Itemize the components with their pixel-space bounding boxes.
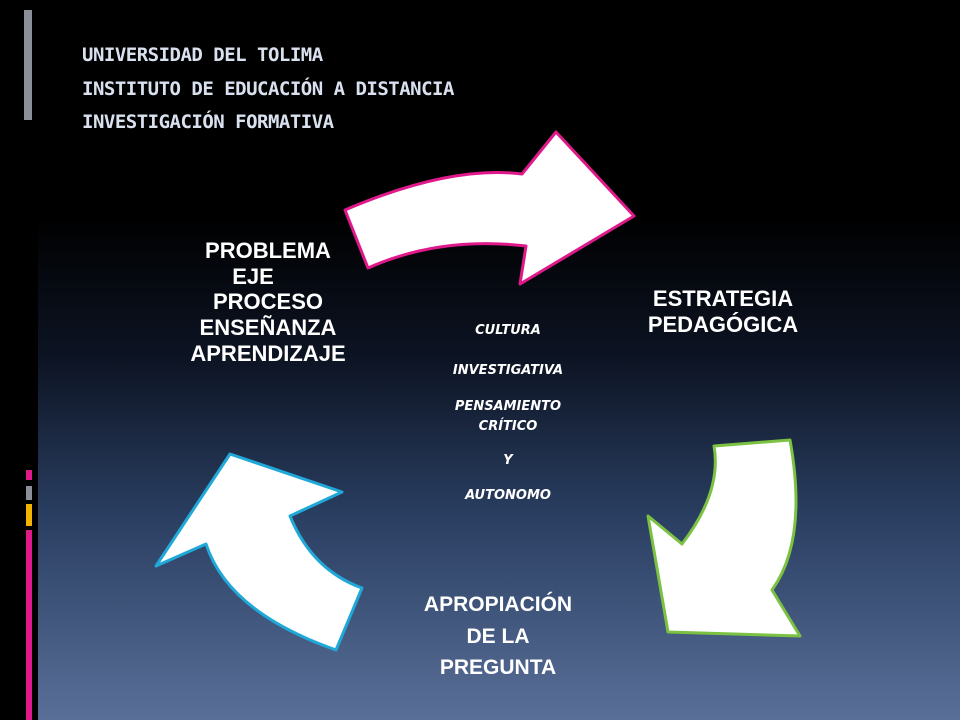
node-apropiacion-line: APROPIACIÓN <box>423 593 573 616</box>
accent-bar-gray <box>26 486 32 500</box>
accent-bar-top <box>24 10 32 120</box>
center-line: CULTURA <box>475 323 541 338</box>
center-line: CRÍTICO <box>478 419 538 434</box>
accent-bar-magenta-2 <box>26 530 32 720</box>
node-estrategia-line: ESTRATEGIA <box>652 286 794 311</box>
arrow-right <box>646 438 802 638</box>
header-line-university: UNIVERSIDAD DEL TOLIMA <box>82 44 323 66</box>
center-line: AUTONOMO <box>465 488 551 503</box>
node-problema-line: ENSEÑANZA <box>199 315 337 341</box>
arrow-top <box>343 130 636 286</box>
header-line-research: INVESTIGACIÓN FORMATIVA <box>82 111 334 133</box>
center-line: INVESTIGATIVA <box>452 363 564 378</box>
center-line: PENSAMIENTO <box>454 399 562 414</box>
accent-bar-magenta-1 <box>26 470 32 480</box>
main-panel <box>38 0 960 720</box>
node-apropiacion-line: DE LA <box>466 624 530 648</box>
arrow-left <box>154 452 364 652</box>
node-problema-line: PROCESO <box>212 289 324 315</box>
header-line-institute: INSTITUTO DE EDUCACIÓN A DISTANCIA <box>82 78 454 100</box>
node-apropiacion-line: PREGUNTA <box>439 656 557 679</box>
accent-bar-yellow <box>26 504 32 526</box>
node-problema-line: EJE <box>232 263 274 289</box>
node-estrategia-line: PEDAGÓGICA <box>647 311 799 337</box>
center-line: Y <box>503 453 513 468</box>
node-apropiacion: APROPIACIÓN DE LA PREGUNTA <box>388 589 608 684</box>
node-estrategia: ESTRATEGIA PEDAGÓGICA <box>618 286 828 337</box>
node-problema-line: APRENDIZAJE <box>190 340 346 366</box>
node-problema-line: PROBLEMA <box>205 238 331 263</box>
node-problema: PROBLEMA EJE PROCESO ENSEÑANZA APRENDIZA… <box>168 238 368 367</box>
center-text: CULTURA INVESTIGATIVA PENSAMIENTO CRÍTIC… <box>418 318 598 512</box>
